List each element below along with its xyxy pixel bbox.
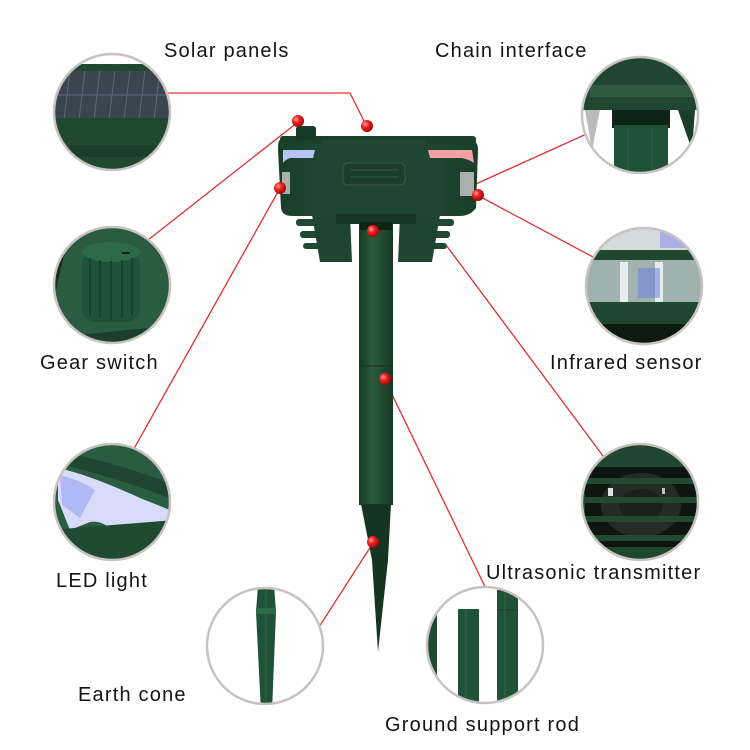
detail-solar-panels	[52, 52, 172, 172]
label-led-light: LED light	[56, 570, 148, 592]
label-earth-cone: Earth cone	[78, 684, 187, 706]
label-gear-switch: Gear switch	[40, 352, 159, 374]
marker-gear-switch	[292, 115, 304, 127]
label-chain-interface: Chain interface	[435, 40, 588, 62]
callout-lines	[121, 92, 637, 642]
label-ground-support-rod: Ground support rod	[385, 714, 581, 736]
label-solar-panels: Solar panels	[164, 40, 290, 62]
callout-line-ultrasonic	[445, 244, 613, 469]
detail-ground-support-rod	[425, 585, 545, 705]
marker-ground-rod	[379, 373, 391, 385]
detail-gear-switch	[52, 225, 172, 345]
callout-line-gear-switch	[147, 121, 299, 241]
earth-cone-spike	[361, 504, 391, 652]
gear-switch-knob	[296, 126, 316, 140]
marker-chain-interface	[367, 225, 379, 237]
led-strip-red	[428, 150, 474, 163]
repeller-device	[278, 126, 478, 652]
detail-chain-interface	[580, 55, 700, 175]
callout-line-solar-panels	[168, 92, 368, 128]
callout-line-earth-cone	[309, 542, 374, 642]
marker-infrared-sensor	[472, 189, 484, 201]
led-strip-blue	[283, 150, 315, 163]
callout-line-led-light	[121, 189, 280, 471]
detail-infrared-sensor	[584, 226, 704, 346]
detail-ultrasonic-transmitter	[580, 442, 700, 562]
support-rod	[359, 220, 393, 505]
detail-earth-cone	[205, 586, 325, 706]
callout-line-ground-rod	[384, 379, 491, 598]
marker-solar-panels	[361, 120, 373, 132]
marker-led-light	[274, 182, 286, 194]
label-infrared-sensor: Infrared sensor	[550, 352, 703, 374]
marker-earth-cone	[367, 536, 379, 548]
detail-led-light	[52, 442, 172, 562]
callout-markers	[274, 115, 484, 548]
label-ultrasonic-transmitter: Ultrasonic transmitter	[486, 562, 702, 584]
chain-interface-port	[342, 162, 406, 186]
